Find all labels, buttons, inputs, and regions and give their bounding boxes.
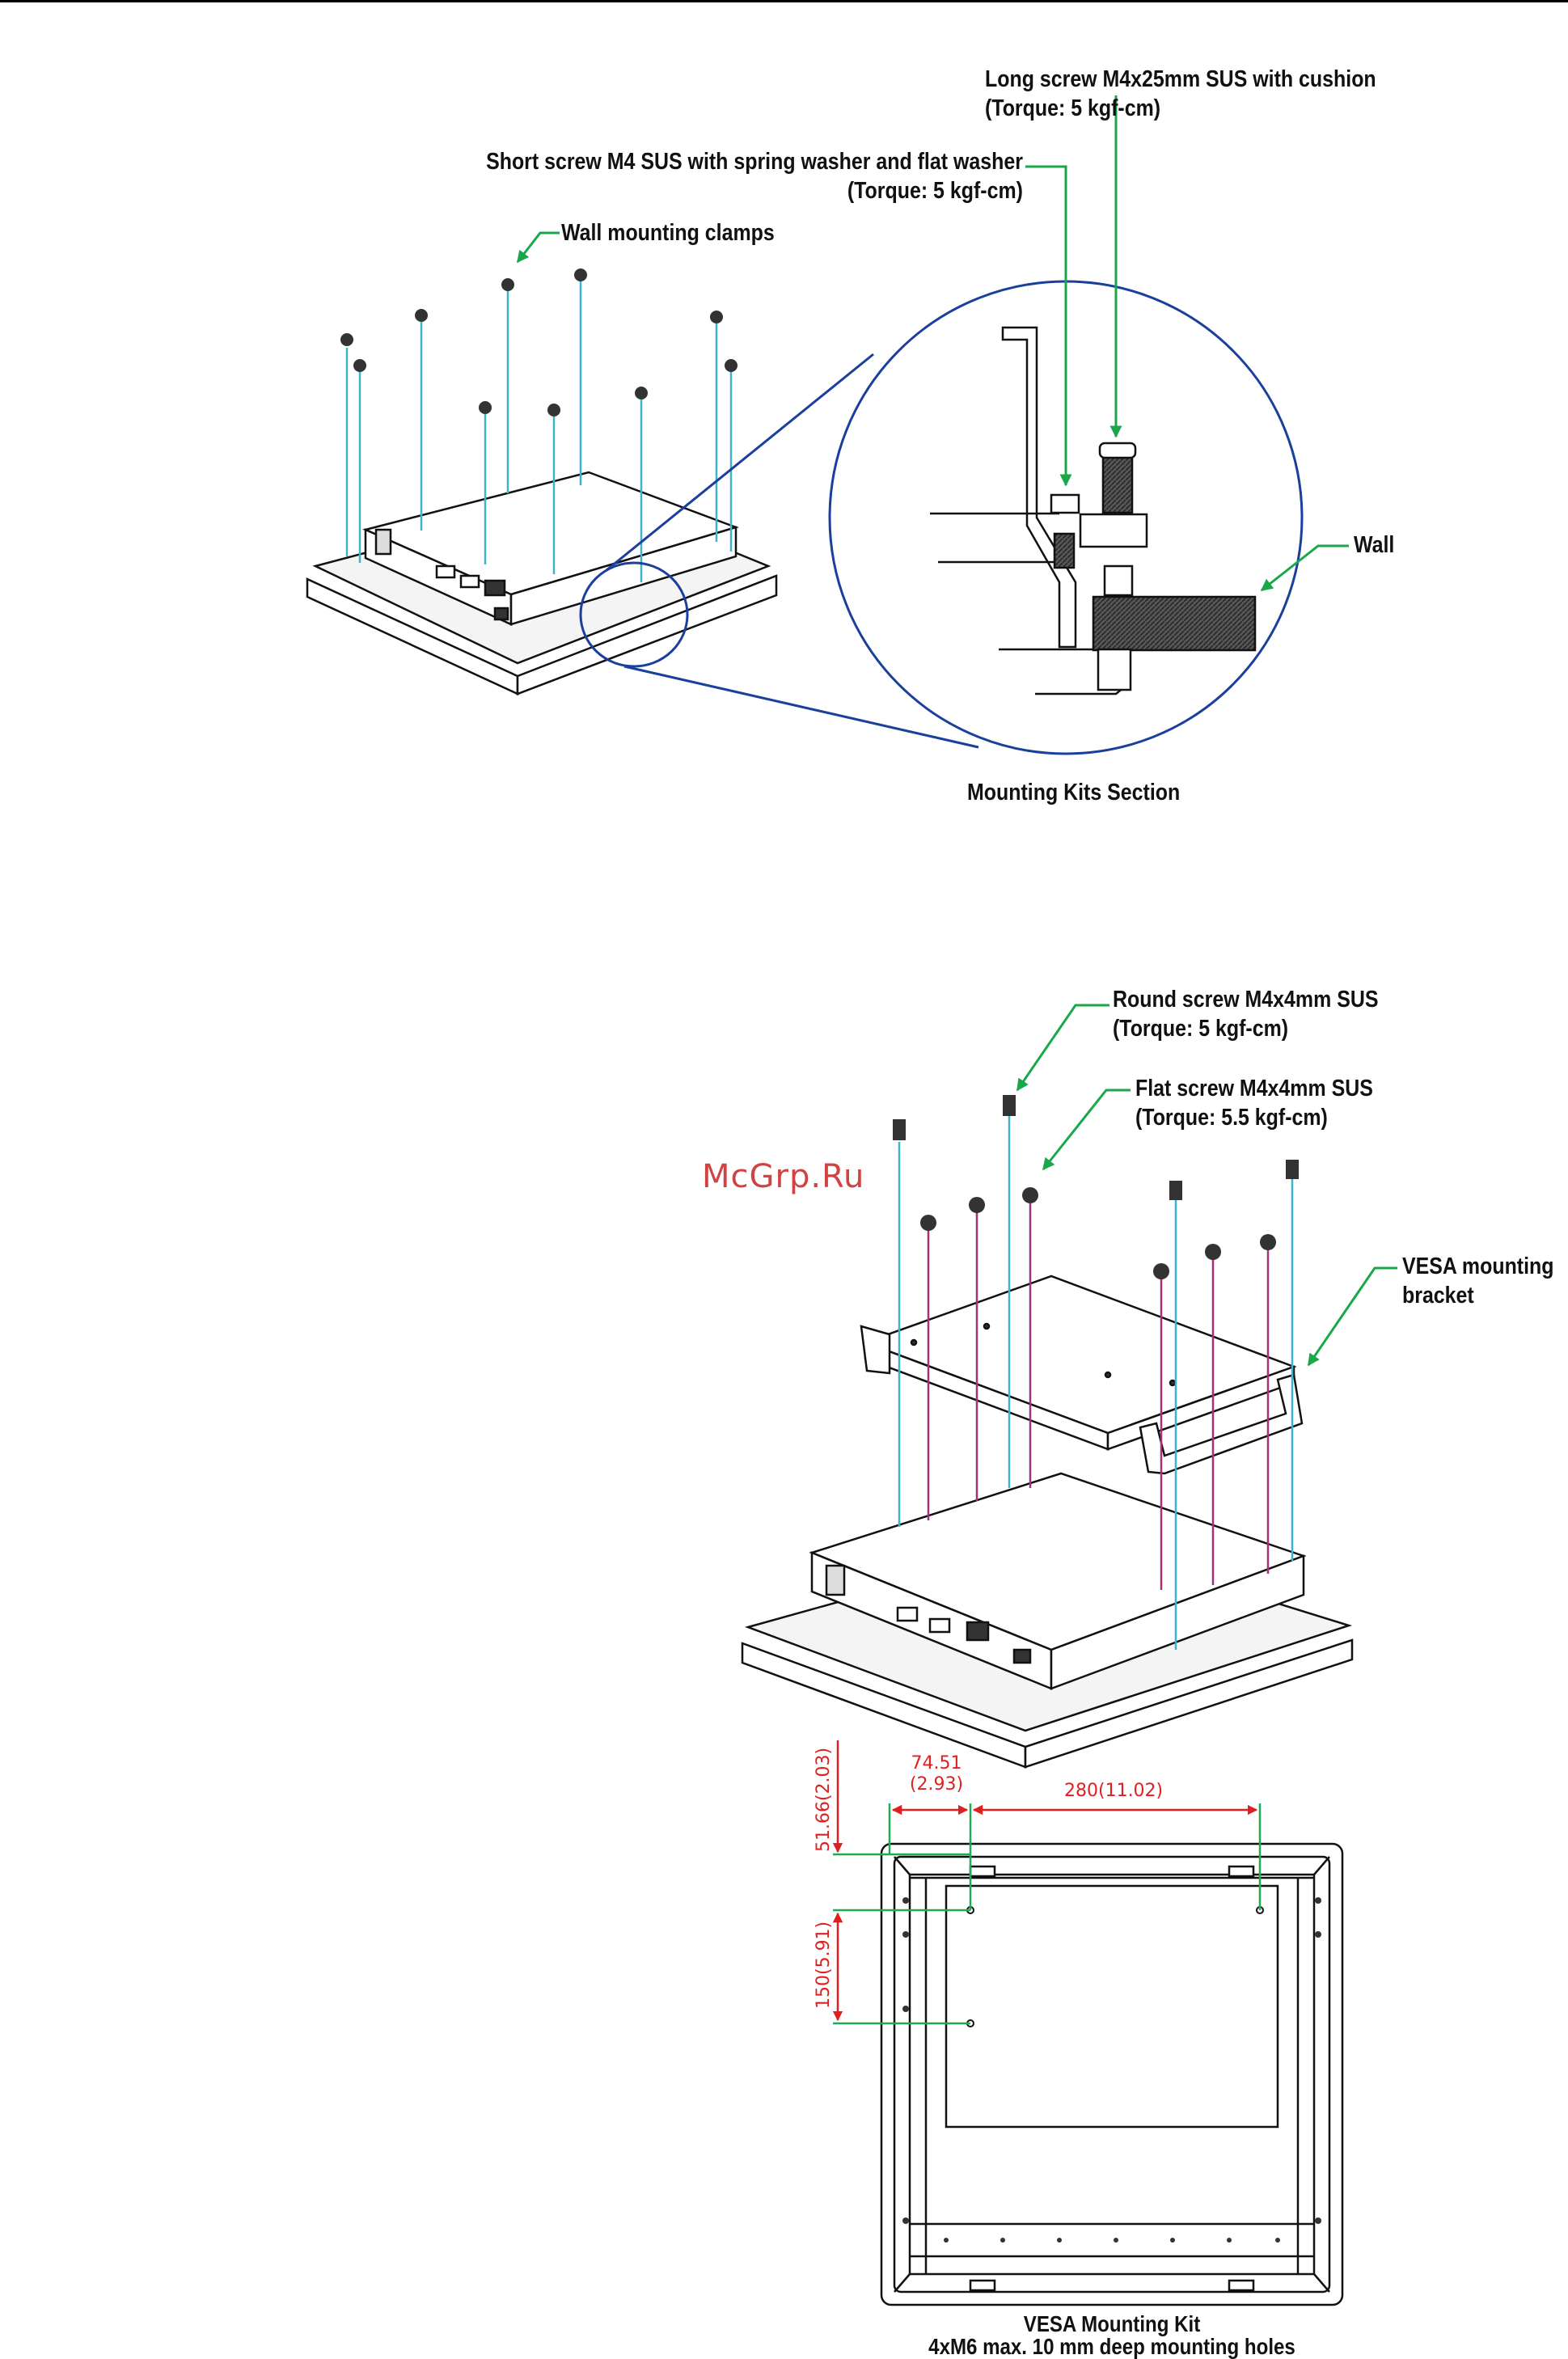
mounting-kits-section-caption: Mounting Kits Section — [967, 780, 1181, 805]
vesa-bracket-label: VESA mounting bracket — [1402, 1252, 1554, 1310]
long-screw-name: Long screw M4x25mm SUS with cushion — [985, 66, 1376, 92]
flat-screws — [927, 1203, 1270, 1590]
long-screw-torque: (Torque: 5 kgf-cm) — [985, 95, 1161, 121]
flat-screw-heads — [920, 1187, 1276, 1279]
round-screws — [898, 1114, 1294, 1650]
dimension-lines — [833, 1803, 1262, 2025]
wall-clamps-label: Wall mounting clamps — [561, 220, 775, 246]
vesa-kit-caption-title: VESA Mounting Kit — [1023, 2311, 1201, 2336]
dim-left-mm: 74.51 — [911, 1753, 962, 1773]
vesa-bracket-line2: bracket — [1402, 1283, 1474, 1308]
panel-computer-wall — [306, 471, 778, 695]
flat-screw-name: Flat screw M4x4mm SUS — [1135, 1076, 1373, 1101]
watermark: McGrp.Ru — [702, 1158, 865, 1195]
page-top-rule — [0, 0, 1568, 2]
dim-top-offset: 51.66(2.03) — [814, 1747, 834, 1852]
dim-hole-height: 150(5.91) — [814, 1921, 834, 2009]
long-screw-label: Long screw M4x25mm SUS with cushion (Tor… — [985, 65, 1376, 123]
round-screw-name: Round screw M4x4mm SUS — [1113, 987, 1379, 1013]
short-screw-torque: (Torque: 5 kgf-cm) — [847, 178, 1023, 204]
flat-screw-torque: (Torque: 5.5 kgf-cm) — [1135, 1105, 1328, 1131]
panel-dots — [902, 1897, 1321, 2243]
short-screw-label: Short screw M4 SUS with spring washer an… — [486, 147, 1023, 205]
clamp-screw-heads — [340, 268, 738, 416]
vesa-bracket — [860, 1275, 1304, 1475]
vesa-kit-caption: VESA Mounting Kit 4xM6 max. 10 mm deep m… — [855, 2313, 1369, 2358]
panel-computer-vesa — [741, 1472, 1354, 1769]
dimension-arrows — [832, 1740, 1258, 2022]
dim-hole-width: 280(11.02) — [1064, 1781, 1164, 1801]
rear-panel-outline — [880, 1842, 1344, 2306]
dim-left-offset: 74.51 (2.93) — [904, 1753, 969, 1795]
wall-label: Wall — [1354, 532, 1395, 558]
leaders-d1 — [516, 95, 1349, 592]
mounting-holes — [966, 1906, 1264, 2027]
round-screw-label: Round screw M4x4mm SUS (Torque: 5 kgf-cm… — [1113, 985, 1378, 1043]
clamp-screws — [345, 281, 733, 582]
round-screw-heads — [893, 1095, 1299, 1200]
short-screw-name: Short screw M4 SUS with spring washer an… — [486, 149, 1023, 175]
section-detail — [930, 326, 1257, 695]
flat-screw-label: Flat screw M4x4mm SUS (Torque: 5.5 kgf-c… — [1135, 1074, 1373, 1132]
dim-left-inch: (2.93) — [909, 1774, 964, 1795]
vesa-bracket-line1: VESA mounting — [1402, 1253, 1554, 1279]
leaders-d2 — [1016, 1004, 1397, 1367]
vesa-kit-caption-holes: 4xM6 max. 10 mm deep mounting holes — [928, 2334, 1295, 2359]
round-screw-torque: (Torque: 5 kgf-cm) — [1113, 1016, 1289, 1042]
